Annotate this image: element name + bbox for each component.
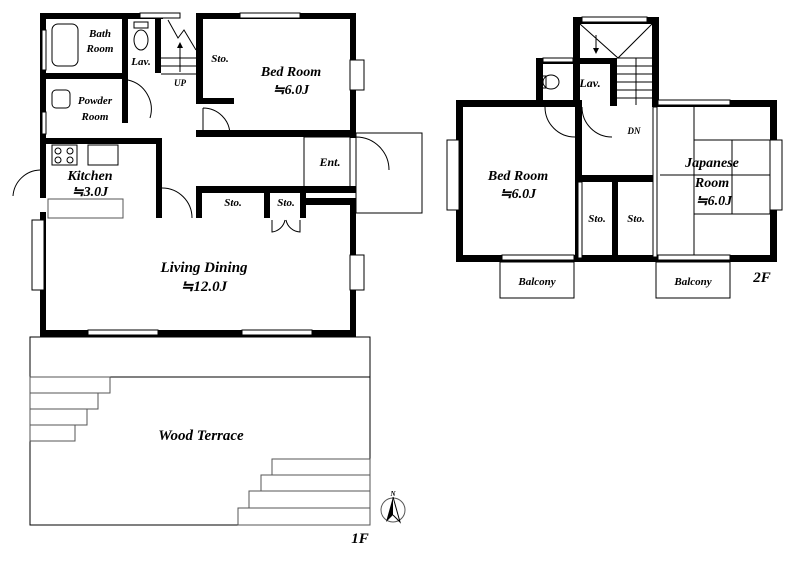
wall [196, 130, 356, 137]
floor-2-label: 2F [752, 270, 771, 286]
door-arc [202, 107, 231, 136]
sink [51, 89, 71, 109]
wall [40, 13, 163, 19]
window [349, 254, 365, 291]
japanese-room-label: Japanese [684, 156, 739, 171]
wall [610, 58, 617, 106]
window [657, 254, 731, 261]
closet-door [271, 219, 301, 233]
stove [51, 144, 78, 166]
wall [196, 98, 234, 104]
window [87, 329, 159, 336]
wall [612, 175, 618, 260]
wall [155, 13, 161, 73]
wall [300, 186, 306, 218]
door-arc [581, 106, 613, 138]
bathtub [51, 23, 79, 67]
partition-sliding [577, 181, 583, 259]
wall [196, 186, 356, 193]
door-arc [127, 79, 152, 119]
balcony-1 [499, 261, 575, 299]
wall [40, 138, 162, 144]
bedroom-1f-label: Bed Room [260, 65, 321, 80]
wall [264, 186, 270, 218]
kitchen-size: ≒3.0J [72, 185, 109, 200]
stairs-up-label: UP [174, 78, 186, 88]
balcony-2-label: Balcony [673, 276, 711, 288]
window [41, 111, 47, 135]
wall [196, 186, 202, 218]
door-arc [544, 106, 576, 138]
window [446, 139, 460, 211]
living-dining-size: ≒12.0J [181, 279, 228, 295]
bedroom-1f-size: ≒6.0J [273, 83, 310, 98]
bath-room-label-2: Room [86, 43, 114, 55]
wood-terrace [29, 336, 371, 526]
wood-terrace-label: Wood Terrace [158, 428, 244, 444]
storage-1-label: Sto. [224, 197, 241, 209]
wall [156, 138, 162, 218]
window [239, 12, 301, 19]
wall [40, 138, 46, 198]
floor-1-label: 1F [351, 531, 369, 547]
bedroom-2f-size: ≒6.0J [500, 187, 537, 202]
partition-sliding [652, 106, 658, 258]
bedroom-storage-label: Sto. [211, 53, 228, 65]
storage-2-label: Sto. [277, 197, 294, 209]
toilet [542, 74, 560, 90]
kitchen-sink [87, 144, 119, 166]
japanese-room-label-2: Room [694, 176, 729, 191]
toilet [133, 29, 149, 51]
toilet-tank [133, 21, 149, 29]
floor-1-plan [12, 12, 423, 526]
window [657, 99, 731, 106]
living-dining-label: Living Dining [159, 260, 248, 276]
entrance-porch [355, 132, 423, 214]
entrance-area [303, 136, 351, 188]
powder-room-label: Powder [78, 95, 113, 107]
powder-room-label-2: Room [81, 111, 109, 123]
window [241, 329, 313, 336]
window [139, 12, 181, 19]
bedroom-2f-label: Bed Room [487, 169, 548, 184]
stairs-down [579, 23, 653, 105]
storage-2f-1-label: Sto. [588, 213, 605, 225]
tatami-mats [660, 107, 771, 255]
wall [306, 198, 356, 205]
door-arc [12, 169, 41, 197]
balcony-2 [655, 261, 731, 299]
door-arc [161, 187, 193, 219]
counter [47, 198, 124, 219]
wall [456, 100, 580, 107]
toilet-tank [540, 75, 547, 89]
stairs-down-label: DN [627, 126, 641, 136]
window [769, 139, 783, 211]
wall [40, 330, 356, 337]
japanese-room-size: ≒6.0J [696, 194, 733, 209]
lav-2f-label: Lav. [578, 76, 600, 90]
kitchen-label: Kitchen [66, 169, 112, 184]
wall [652, 17, 659, 107]
window [542, 57, 574, 63]
entrance-label: Ent. [318, 155, 340, 169]
window [501, 254, 575, 261]
window [349, 59, 365, 91]
bath-room-label: Bath [88, 28, 111, 40]
wall [40, 73, 125, 79]
floor-2-plan [446, 16, 783, 299]
wall [122, 13, 128, 123]
lav-label: Lav. [130, 56, 150, 68]
stairs-up [161, 19, 197, 75]
balcony-1-label: Balcony [517, 276, 555, 288]
compass-north-label: N [389, 490, 396, 498]
window [41, 29, 47, 71]
wall [536, 58, 616, 64]
storage-2f-2-label: Sto. [627, 213, 644, 225]
wall [196, 13, 203, 103]
window [581, 16, 648, 23]
wall [536, 58, 543, 100]
entrance-door-arc [355, 136, 390, 171]
window [31, 219, 45, 291]
compass-icon [380, 496, 406, 524]
